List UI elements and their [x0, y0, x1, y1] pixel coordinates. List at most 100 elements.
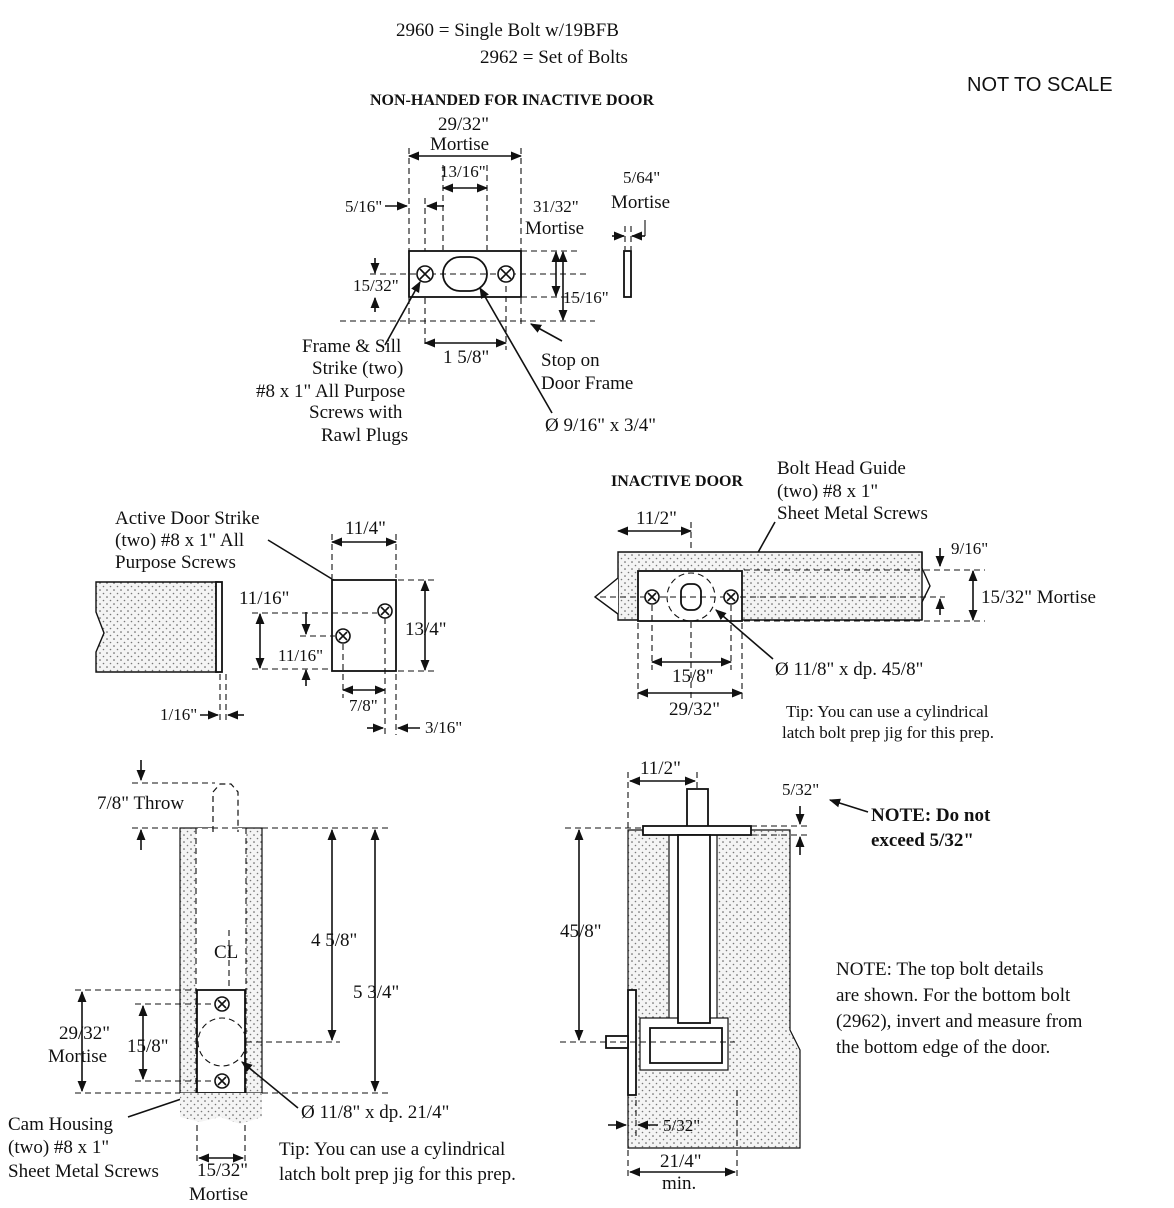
dim-slot: 13/16": [440, 162, 486, 181]
dim-centerline: 11/2": [636, 508, 677, 529]
callout-stop-line-2: Door Frame: [541, 373, 633, 394]
screw-icon: [644, 589, 660, 605]
inactive-door-title: INACTIVE DOOR: [611, 473, 743, 490]
not-to-scale-label: NOT TO SCALE: [967, 74, 1113, 96]
door-edge-point: [593, 577, 619, 615]
active-callout-line-1: Active Door Strike: [115, 508, 260, 529]
dim-side: 3/16": [425, 718, 462, 737]
dim-width: 11/4": [345, 518, 386, 539]
dim-mortise-width: 29/32": [438, 114, 489, 135]
dim-screw-x: 7/8": [349, 696, 378, 715]
centerline-mark: CL: [214, 942, 238, 963]
bolt-guide-flange: [642, 825, 752, 836]
section-note-line-1: NOTE: The top bolt details: [836, 959, 1044, 980]
screw-icon: [416, 265, 434, 283]
dim-depth-label: Mortise: [611, 192, 670, 213]
housing-callout-line-3: Sheet Metal Screws: [8, 1161, 159, 1182]
dim-bolt-depth: 4 5/8": [311, 930, 357, 951]
leader-stop: [530, 323, 563, 342]
dim-screw-spacing: 1 5/8": [443, 347, 489, 368]
leader-hole: [715, 609, 774, 660]
dim-depth: 45/8": [560, 921, 602, 942]
dim-top: 11/16": [239, 588, 289, 609]
dim-edge: 9/16": [951, 539, 988, 558]
active-door-edge-plate: [215, 581, 223, 673]
inactive-callout-line-1: Bolt Head Guide: [777, 458, 906, 479]
dim-hole: Ø 11/8" x dp. 45/8": [775, 659, 923, 680]
dim-mortise-height-label: Mortise: [525, 218, 584, 239]
active-callout-line-3: Purpose Screws: [115, 552, 236, 573]
dim-bottom-mortise: 15/32": [197, 1160, 248, 1181]
dim-inset: 1/16": [160, 705, 197, 724]
section-note-line-4: the bottom edge of the door.: [836, 1037, 1050, 1058]
callout-strike-line-4: Screws with: [309, 402, 403, 423]
dim-mortise-width: 29/32": [669, 699, 720, 720]
model-line-single: 2960 = Single Bolt w/19BFB: [396, 20, 619, 41]
screw-icon: [335, 628, 351, 644]
dim-screw-spacing: 15/8": [672, 666, 714, 687]
dim-min: 21/4": [660, 1151, 702, 1172]
front-tip-line-1: Tip: You can use a cylindrical: [279, 1139, 505, 1160]
callout-strike-line-2: Strike (two): [312, 358, 403, 379]
screw-icon: [723, 589, 739, 605]
note-do-not-exceed: NOTE: Do not: [871, 805, 991, 826]
note-do-not-exceed-value: exceed 5/32": [871, 830, 974, 851]
housing-callout-line-2: (two) #8 x 1": [8, 1137, 109, 1158]
callout-strike-line-3: #8 x 1" All Purpose: [256, 381, 405, 402]
dim-face: 5/32": [663, 1116, 700, 1135]
screw-icon: [497, 265, 515, 283]
dim-total: 5 3/4": [353, 982, 399, 1003]
dim-mortise-label: Mortise: [48, 1046, 107, 1067]
active-door-section: [95, 581, 219, 673]
leader-hole: [479, 287, 553, 414]
front-tip-line-2: latch bolt prep jig for this prep.: [279, 1164, 516, 1185]
dim-mortise: 15/32" Mortise: [981, 587, 1096, 608]
door-edge-break: [180, 1093, 262, 1124]
inactive-tip-line-2: latch bolt prep jig for this prep.: [782, 723, 994, 742]
dim-mortise-height: 31/32": [533, 197, 579, 216]
bolt-rod: [677, 834, 711, 1024]
break-line: [921, 552, 931, 620]
inactive-callout-line-2: (two) #8 x 1": [777, 481, 878, 502]
front-elevation-view: 7/8" Throw CL 4 5/8" 5 3/4" 29/32" Morti…: [8, 760, 516, 1205]
strike-view-title: NON-HANDED FOR INACTIVE DOOR: [370, 92, 654, 109]
section-note-line-3: (2962), invert and measure from: [836, 1011, 1083, 1032]
dim-edge: 5/16": [345, 197, 382, 216]
leader-note: [828, 798, 869, 813]
dim-throw: 7/8" Throw: [97, 793, 184, 814]
leader-strike: [384, 281, 421, 346]
screw-icon: [214, 1073, 230, 1089]
cam-housing-section: [649, 1027, 723, 1064]
inactive-tip-line-1: Tip: You can use a cylindrical: [786, 702, 989, 721]
callout-strike-line-5: Rawl Plugs: [321, 425, 408, 446]
dim-offset: 15/32": [353, 276, 399, 295]
dim-screw-gap: 11/16": [278, 646, 323, 665]
callout-hole: Ø 9/16" x 3/4": [545, 415, 656, 436]
inactive-door-view: INACTIVE DOOR Bolt Head Guide (two) #8 x…: [593, 458, 1096, 742]
screw-icon: [214, 996, 230, 1012]
dim-flange: 5/32": [782, 780, 819, 799]
inactive-callout-line-3: Sheet Metal Screws: [777, 503, 928, 524]
dim-bottom-mortise-label: Mortise: [189, 1184, 248, 1205]
dim-mortise: 29/32": [59, 1023, 110, 1044]
strike-plate-view: NON-HANDED FOR INACTIVE DOOR 29/32" Mort…: [256, 92, 670, 446]
leader-hole: [241, 1061, 299, 1109]
model-line-set: 2962 = Set of Bolts: [480, 47, 628, 68]
dim-mortise-width-label: Mortise: [430, 134, 489, 155]
strike-edge-profile: [623, 250, 632, 298]
bolt-head: [686, 788, 709, 830]
dim-hole: Ø 11/8" x dp. 21/4": [301, 1102, 449, 1123]
callout-strike-line-1: Frame & Sill: [302, 336, 401, 357]
dim-centerline: 11/2": [640, 758, 681, 779]
dim-depth: 5/64": [623, 168, 660, 187]
housing-callout-line-1: Cam Housing: [8, 1114, 114, 1135]
active-callout-line-2: (two) #8 x 1" All: [115, 530, 244, 551]
active-strike-plate: [331, 579, 397, 672]
section-note-line-2: are shown. For the bottom bolt: [836, 985, 1071, 1006]
dim-screws: 15/8": [127, 1036, 169, 1057]
bolt-section-view: 11/2" 45/8" 5/32" NOTE: Do not exceed 5/…: [560, 758, 1083, 1194]
callout-stop-line-1: Stop on: [541, 350, 600, 371]
active-door-strike-view: Active Door Strike (two) #8 x 1" All Pur…: [95, 508, 462, 737]
bolt-throw-outline: [212, 783, 239, 832]
dim-stop: 15/16": [563, 288, 609, 307]
